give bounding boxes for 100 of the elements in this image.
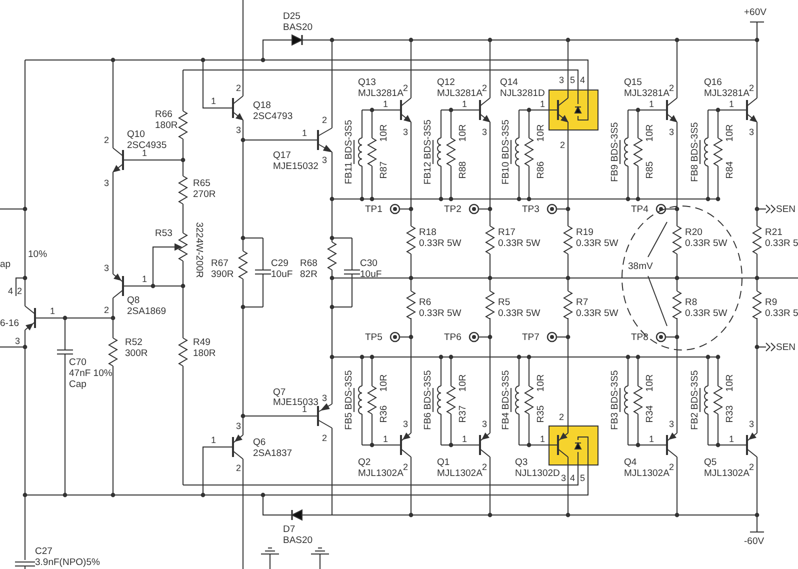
component-value: 10R	[644, 124, 656, 142]
component-reference: Q5	[704, 456, 717, 468]
component-value: 10uF	[360, 268, 382, 280]
component-reference: C30	[360, 258, 378, 268]
component-reference: R84	[724, 161, 736, 179]
component-value: 47nF 10%	[69, 368, 112, 378]
component-reference: Q8	[127, 294, 140, 306]
pin-number: 1	[729, 434, 734, 444]
pin-number: 1	[540, 434, 546, 444]
component-value: MJL3281A	[704, 88, 750, 98]
component-value: 10%	[28, 248, 48, 260]
component-value: FB10 BDS-3S5	[500, 120, 512, 184]
component-value: 0.33R 5W	[576, 238, 618, 248]
pin-number: 3	[322, 154, 328, 166]
component-value: 2SC4793	[253, 110, 293, 122]
component-value: 0.33R 5W	[685, 238, 728, 248]
pin-number: 2	[482, 82, 488, 92]
component-reference: Q7	[273, 386, 286, 398]
test-point-label: TP1	[365, 204, 382, 214]
pin-number: 2	[749, 82, 754, 92]
pin-number: 1	[142, 274, 148, 284]
component-reference: R33	[724, 405, 736, 423]
pin-number: 1	[302, 128, 308, 138]
component-value: BAS20	[283, 534, 313, 546]
component-reference: C70	[69, 356, 86, 368]
component-reference: R18	[419, 226, 436, 238]
pin-number: 2	[17, 286, 22, 296]
component-value: FB2 BDS-3S5	[690, 370, 700, 430]
component-value: 10R	[458, 124, 468, 142]
component-reference: R8	[685, 296, 698, 308]
measurement-label: 38mV	[628, 260, 653, 272]
component-value: 0.33R 5W	[576, 308, 618, 318]
pin-number: 3	[15, 336, 20, 346]
component-value: 2SC4935	[127, 140, 167, 150]
component-value: 3.9nF(NPO)5%	[35, 556, 100, 568]
component-value: Cap	[69, 378, 86, 390]
pin-number: 3	[104, 262, 110, 274]
pin-number: 3	[669, 126, 674, 138]
component-value: 10R	[644, 374, 656, 392]
pin-number: 2	[322, 114, 328, 126]
pin-number: 4	[580, 74, 586, 86]
component-reference: R52	[125, 336, 142, 348]
component-reference: Q17	[273, 150, 291, 160]
component-value: 2SA1837	[253, 448, 292, 458]
pin-number: 2	[236, 462, 242, 474]
pin-number: 3	[559, 74, 564, 86]
test-point-label: TP4	[631, 204, 648, 214]
component-value: 300R	[125, 348, 148, 358]
component-value: MJL1302A	[358, 468, 404, 478]
component-reference: Q12	[437, 76, 455, 88]
pin-number: 3	[749, 126, 754, 138]
component-reference: Q14	[500, 76, 518, 88]
pin-number: 3	[482, 126, 488, 138]
pin-number: 3	[403, 126, 408, 138]
pin-number: 1	[462, 434, 468, 444]
component-value: 0.33R 5	[765, 238, 798, 248]
pin-number: 1	[540, 98, 546, 110]
component-reference: R88	[458, 161, 468, 179]
pin-number: 1	[50, 306, 56, 316]
pin-number: 5	[580, 472, 586, 484]
component-value: 6-16	[0, 318, 20, 328]
component-value: 10R	[378, 124, 390, 142]
component-value: 180R	[193, 348, 216, 358]
net-label: SEN	[776, 342, 796, 352]
component-value: MJL3281A	[358, 88, 404, 98]
pin-number: 1	[383, 98, 388, 110]
pin-number: 1	[729, 98, 734, 110]
component-value: MJL1302A	[437, 468, 482, 478]
test-point-label: TP6	[444, 332, 462, 342]
component-value: MJL3281A	[624, 88, 670, 98]
component-reference: Q3	[515, 456, 528, 468]
component-reference: R85	[644, 161, 656, 179]
pin-number: 3	[104, 178, 110, 188]
pin-number: 1	[383, 434, 388, 444]
pin-number: 1	[302, 404, 308, 414]
component-value: 180R	[155, 120, 178, 130]
component-value: 10R	[536, 374, 546, 392]
pin-number: 4	[570, 472, 576, 484]
pin-number: 2	[104, 304, 110, 316]
component-value: FB9 BDS-3S5	[610, 122, 620, 182]
component-reference: R6	[419, 296, 432, 308]
pin-number: 1	[462, 98, 468, 110]
pin-number: 1	[142, 148, 148, 158]
pin-number: 2	[403, 82, 408, 92]
component-value: FB6 BDS-3S5	[422, 370, 434, 430]
component-reference: C27	[35, 546, 52, 556]
test-point-label: TP3	[522, 204, 540, 214]
pin-number: 3	[236, 124, 242, 136]
component-value: 0.33R 5W	[685, 308, 728, 318]
pin-number: 3	[561, 472, 566, 484]
component-reference: R35	[536, 405, 546, 423]
pin-number: 3	[236, 420, 242, 432]
component-reference: D25	[283, 10, 300, 22]
pin-number: 3	[403, 418, 408, 430]
pin-number: 3	[669, 418, 674, 430]
component-reference: Q13	[358, 76, 376, 88]
component-value: ap	[0, 258, 11, 270]
component-reference: Q10	[127, 128, 145, 140]
component-value: 10R	[536, 124, 546, 142]
component-reference: D7	[283, 524, 296, 534]
